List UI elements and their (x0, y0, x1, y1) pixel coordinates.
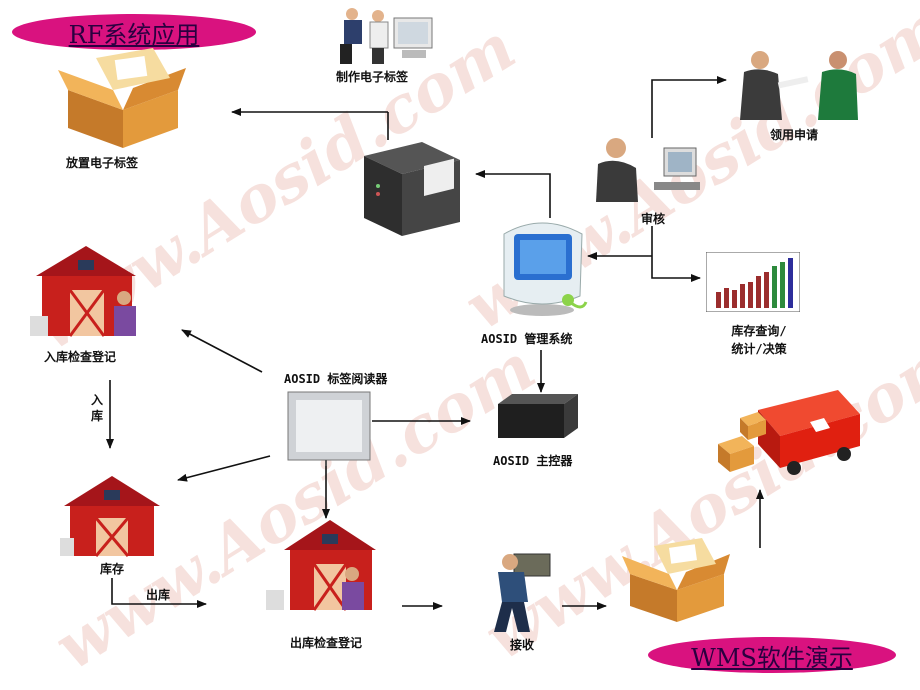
label-printer-icon (364, 142, 460, 236)
stock-barn-icon (60, 476, 160, 557)
management-computer-icon (503, 222, 588, 316)
arrow-reader-to-inbound (181, 329, 263, 373)
stock-label: 库存 (100, 562, 125, 576)
rf-system-pill[interactable]: RF系统应用 (12, 14, 256, 50)
reader-label: AOSID 标签阅读器 (284, 372, 388, 386)
inbound-check-label: 入库检查登记 (44, 350, 117, 364)
handover-people-icon (740, 51, 858, 120)
open-box-icon (58, 48, 186, 148)
arrow-to-apply (651, 76, 727, 138)
outbound-label: 出库 (146, 588, 171, 602)
apply-label: 领用申请 (770, 128, 819, 142)
wms-demo-pill[interactable]: WMS软件演示 (648, 637, 896, 673)
office-workers-icon (340, 8, 433, 64)
main-controller-icon (498, 394, 578, 438)
outbound-barn-icon (266, 520, 376, 611)
tag-reader-icon (287, 391, 371, 466)
receive-label: 接收 (510, 638, 535, 652)
outbound-check-label: 出库检查登记 (290, 636, 363, 650)
query-label: 库存查询/ 统计/决策 (714, 322, 804, 358)
inbound-label: 入库 (90, 393, 103, 423)
arrow-stock-to-outbound (111, 578, 207, 608)
controller-label: AOSID 主控器 (493, 454, 573, 468)
reviewer-at-computer-icon (596, 138, 700, 202)
query-label-line2: 统计/决策 (731, 342, 787, 356)
query-label-line1: 库存查询/ (731, 324, 787, 338)
arrow-reader-to-stock (177, 455, 271, 482)
inventory-chart-icon (706, 252, 800, 312)
shipment-box-icon (622, 538, 730, 622)
make-tag-label: 制作电子标签 (336, 70, 409, 84)
place-tag-label: 放置电子标签 (66, 156, 139, 170)
arrow-to-printer (475, 170, 551, 218)
receiving-worker-icon (494, 553, 551, 632)
inbound-barn-icon (30, 246, 136, 337)
mgmt-system-label: AOSID 管理系统 (481, 332, 573, 346)
review-label: 审核 (641, 212, 666, 226)
arrow-to-query (651, 226, 701, 282)
delivery-truck-icon (718, 390, 860, 475)
